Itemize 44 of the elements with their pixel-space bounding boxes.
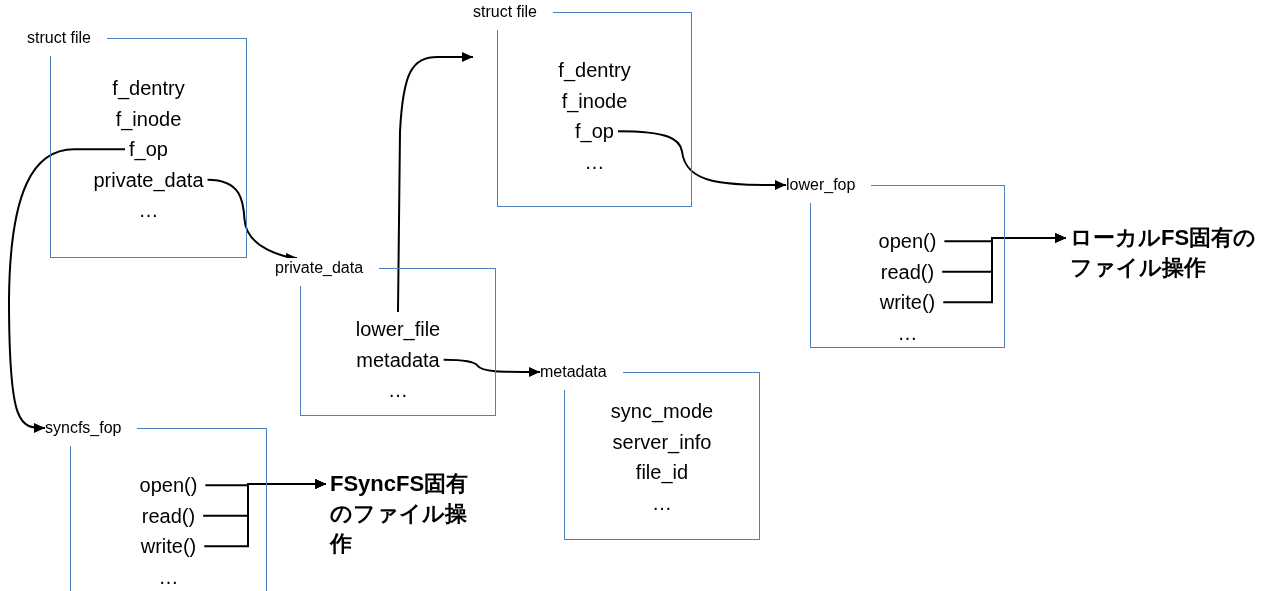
field-name: … <box>897 317 918 348</box>
struct-heading: metadata <box>540 362 623 390</box>
annotation-text: ローカルFS固有のファイル操作 <box>1070 223 1262 283</box>
struct-box <box>275 258 496 416</box>
field-name: read() <box>141 500 196 531</box>
struct-box <box>473 2 692 207</box>
struct-heading: private_data <box>275 258 380 286</box>
field-name: … <box>584 146 605 177</box>
struct-heading: struct file <box>27 28 107 56</box>
field-name: … <box>138 195 159 226</box>
arrow <box>942 233 1067 304</box>
field-name: f_dentry <box>558 55 631 86</box>
field-name: f_op <box>575 116 614 147</box>
field-name: lower_file <box>355 314 441 345</box>
struct-box <box>786 175 1005 348</box>
arrow <box>8 148 127 433</box>
struct-box <box>45 418 267 591</box>
field-name: f_inode <box>115 103 182 134</box>
field-name: write() <box>879 287 936 318</box>
field-name: server_info <box>612 426 712 457</box>
field-name: metadata <box>356 344 440 375</box>
field-name: write() <box>140 531 197 562</box>
struct-heading: syncfs_fop <box>45 418 138 446</box>
arrow <box>616 130 787 190</box>
field-name: f_dentry <box>112 73 185 104</box>
annotation-text: FSyncFS固有のファイル操作 <box>330 469 486 559</box>
field-name: … <box>158 561 179 591</box>
field-name: … <box>652 487 672 518</box>
field-name: … <box>388 375 408 406</box>
field-name: open() <box>139 470 198 501</box>
arrow <box>442 358 541 377</box>
field-name: read() <box>880 256 935 287</box>
field-name: f_op <box>129 134 168 165</box>
field-name: sync_mode <box>610 396 714 427</box>
field-name: open() <box>878 226 937 257</box>
arrow <box>203 479 327 548</box>
field-name: file_id <box>635 457 689 488</box>
arrow <box>397 52 474 313</box>
struct-box <box>540 362 760 540</box>
field-name: private_data <box>93 164 204 195</box>
struct-box <box>27 28 247 258</box>
struct-heading: struct file <box>473 2 553 30</box>
field-name: f_inode <box>561 85 628 116</box>
struct-heading: lower_fop <box>786 175 872 203</box>
